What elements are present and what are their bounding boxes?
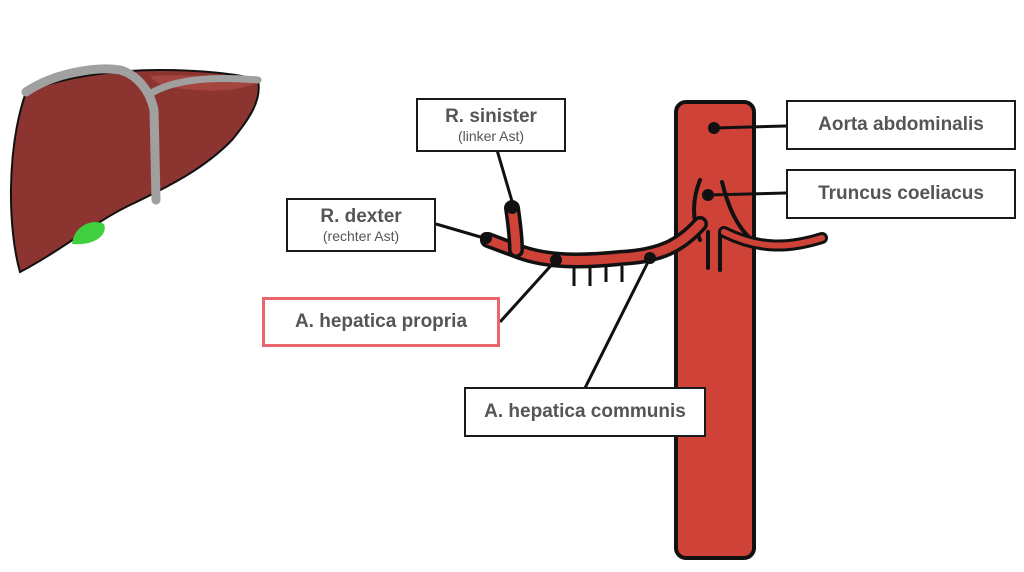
- dot-communis: [644, 252, 656, 264]
- label-r-dexter: R. dexter (rechter Ast): [286, 198, 436, 252]
- label-sinister-main: R. sinister: [445, 105, 537, 127]
- label-truncus-main: Truncus coeliacus: [818, 183, 984, 204]
- leader-communis: [582, 257, 652, 391]
- coronary-ligament: [146, 75, 262, 98]
- label-a-hepatica-propria: A. hepatica propria: [262, 297, 500, 347]
- dot-sinister: [506, 202, 518, 214]
- label-propria-main: A. hepatica propria: [294, 311, 468, 332]
- splenic-artery-fill: [721, 229, 825, 249]
- label-a-hepatica-communis: A. hepatica communis: [464, 387, 706, 437]
- label-dexter-main: R. dexter: [320, 205, 402, 227]
- liver-illustration: [10, 64, 262, 274]
- liver-shape: [10, 68, 260, 274]
- leader-aorta: [713, 124, 787, 130]
- label-aorta-abdominalis: Aorta abdominalis: [786, 100, 1016, 150]
- dot-truncus: [702, 189, 714, 201]
- label-sinister-sub: (linker Ast): [457, 127, 525, 144]
- leader-dexter: [435, 222, 485, 240]
- dot-propria: [550, 254, 562, 266]
- label-truncus-coeliacus: Truncus coeliacus: [786, 169, 1016, 219]
- dot-aorta: [708, 122, 720, 134]
- label-communis-main: A. hepatica communis: [484, 401, 686, 422]
- ramus-sinister-fill: [507, 203, 521, 255]
- label-r-sinister: R. sinister (linker Ast): [416, 98, 566, 152]
- gallbladder: [72, 222, 105, 245]
- hepatic-artery-fill: [483, 219, 705, 265]
- aorta-shape: [674, 100, 756, 560]
- leader-propria: [498, 258, 558, 324]
- label-aorta-main: Aorta abdominalis: [818, 114, 984, 135]
- dot-dexter: [480, 232, 492, 244]
- leader-sinister: [495, 149, 516, 209]
- label-dexter-sub: (rechter Ast): [322, 227, 400, 244]
- leader-truncus: [707, 191, 787, 197]
